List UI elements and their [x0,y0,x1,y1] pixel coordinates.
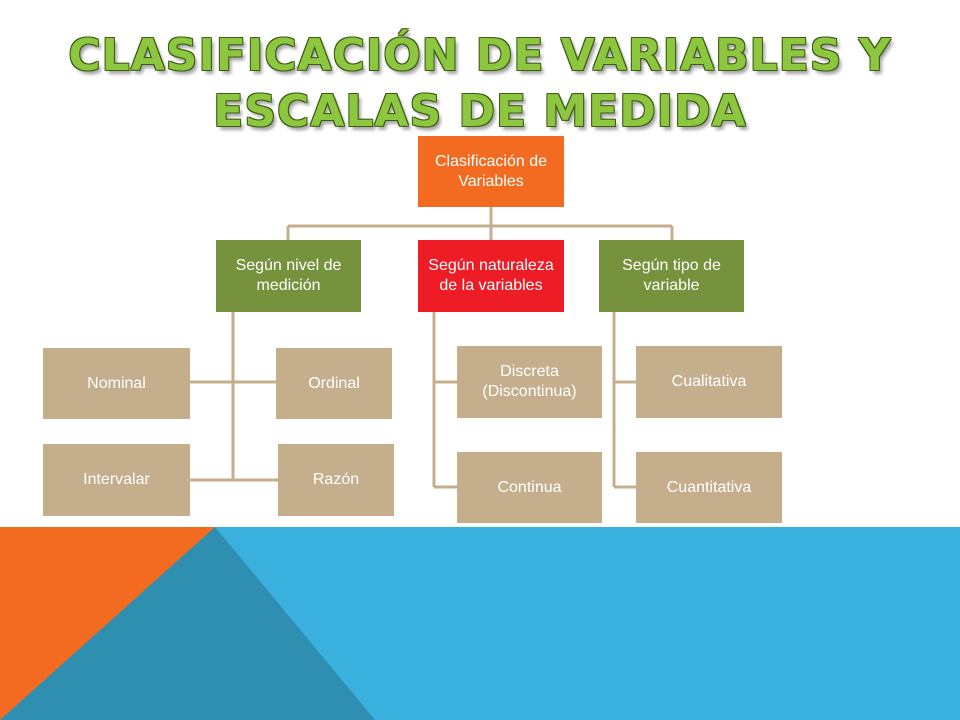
diagram-connectors [190,207,674,489]
branch-tipo-variable-label: Según tipo de variable [622,257,721,294]
root-node: Clasificación de Variables [418,136,564,207]
leaf-discreta: Discreta (Discontinua) [457,346,602,418]
leaf-nominal-label: Nominal [87,374,146,392]
title-line-1: Clasificación de variables y [68,30,892,81]
leaf-discreta-label: Discreta (Discontinua) [482,363,577,400]
leaf-continua-label: Continua [497,478,562,496]
page-title: Clasificación de variables y escalas de … [0,28,960,140]
leaf-cuantitativa-label: Cuantitativa [666,478,752,496]
title-line-2: escalas de medida [213,86,747,137]
branch-naturaleza: Según naturaleza de la variables [418,240,564,312]
branch-naturaleza-label: Según naturaleza de la variables [428,257,554,294]
leaf-intervalar-label: Intervalar [83,471,150,488]
leaf-continua: Continua [457,452,602,523]
branch-tipo-variable: Según tipo de variable [599,240,744,312]
leaf-razon: Razón [278,444,394,516]
leaf-nominal: Nominal [43,348,190,419]
leaf-ordinal-label: Ordinal [308,374,360,392]
root-node-label: Clasificación de Variables [434,152,548,190]
leaf-cuantitativa: Cuantitativa [636,452,782,523]
branch-nivel-medicion: Según nivel de medición [216,240,361,312]
leaf-ordinal: Ordinal [276,348,392,419]
leaf-razon-label: Razón [312,471,360,488]
footer-orange-triangle [0,527,215,720]
leaf-cualitativa-label: Cualitativa [671,373,747,390]
leaf-cualitativa: Cualitativa [636,346,782,418]
branch-nivel-medicion-label: Según nivel de medición [235,257,342,294]
leaf-intervalar: Intervalar [43,444,190,516]
footer-decoration [0,527,960,720]
